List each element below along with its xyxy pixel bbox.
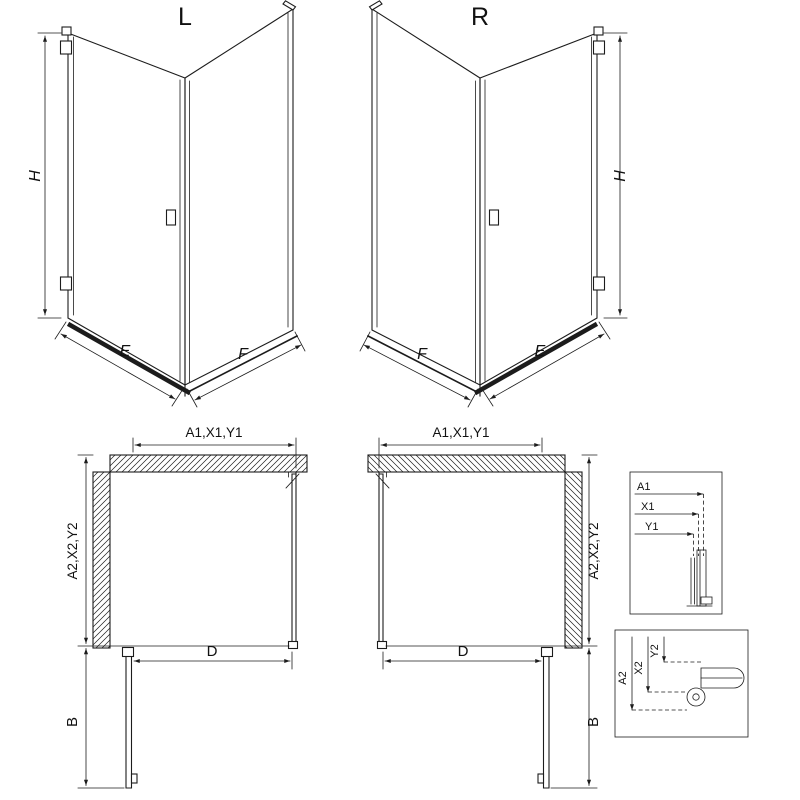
detail-view-top: A1 X1 Y1 <box>629 471 723 615</box>
detail-view-bottom: A2 X2 Y2 <box>614 629 749 738</box>
plan-view-right: A1,X1,Y1 A2,X2,Y2 D B <box>368 425 602 788</box>
detail-label-x1: X1 <box>641 501 654 513</box>
dim-label-h-right: H <box>612 170 629 182</box>
enclosure-3d-right-geometry <box>360 1 627 407</box>
detail-top-reference-dashes <box>693 494 704 556</box>
dim-label-f-right: F <box>417 346 428 363</box>
detail-pivot-knob <box>686 687 706 707</box>
dim-label-a1x1y1-right: A1,X1,Y1 <box>432 425 489 440</box>
detail-label-a2: A2 <box>617 671 629 684</box>
dim-label-b-left: B <box>64 717 81 727</box>
variant-label-right: R <box>471 3 489 31</box>
dim-label-a2x2y2-left: A2,X2,Y2 <box>65 522 80 579</box>
dim-label-e-right: E <box>535 343 546 360</box>
dim-label-a1x1y1-left: A1,X1,Y1 <box>185 425 242 440</box>
detail-bottom-reference-dashes <box>632 661 701 711</box>
detail-bracket-foot <box>700 596 713 605</box>
dim-label-a2x2y2-right: A2,X2,Y2 <box>586 522 601 579</box>
detail-top-frame <box>629 471 723 615</box>
detail-door-profile-section <box>700 667 745 689</box>
detail-bottom-frame <box>614 629 749 738</box>
plan-left-geometry <box>78 438 307 788</box>
enclosure-3d-left-geometry <box>38 1 305 407</box>
view-3d-right: R H F E <box>360 1 629 407</box>
detail-pivot-axis <box>692 693 700 701</box>
dim-label-b-right: B <box>585 717 602 727</box>
dim-label-d-right: D <box>458 643 469 660</box>
detail-label-a1: A1 <box>637 481 650 493</box>
dim-label-h-left: H <box>27 170 44 182</box>
plan-right-geometry <box>368 438 597 788</box>
detail-label-x2: X2 <box>633 661 645 674</box>
dim-label-d-left: D <box>207 643 218 660</box>
plan-view-left: A1,X1,Y1 A2,X2,Y2 D B <box>64 425 307 788</box>
detail-label-y2: Y2 <box>649 644 661 657</box>
variant-label-left: L <box>178 3 192 31</box>
view-3d-left: L H E F <box>27 1 305 407</box>
dim-label-f-left: F <box>238 346 249 363</box>
detail-glass-section <box>690 557 695 605</box>
detail-label-y1: Y1 <box>645 521 658 533</box>
dim-label-e-left: E <box>120 343 131 360</box>
